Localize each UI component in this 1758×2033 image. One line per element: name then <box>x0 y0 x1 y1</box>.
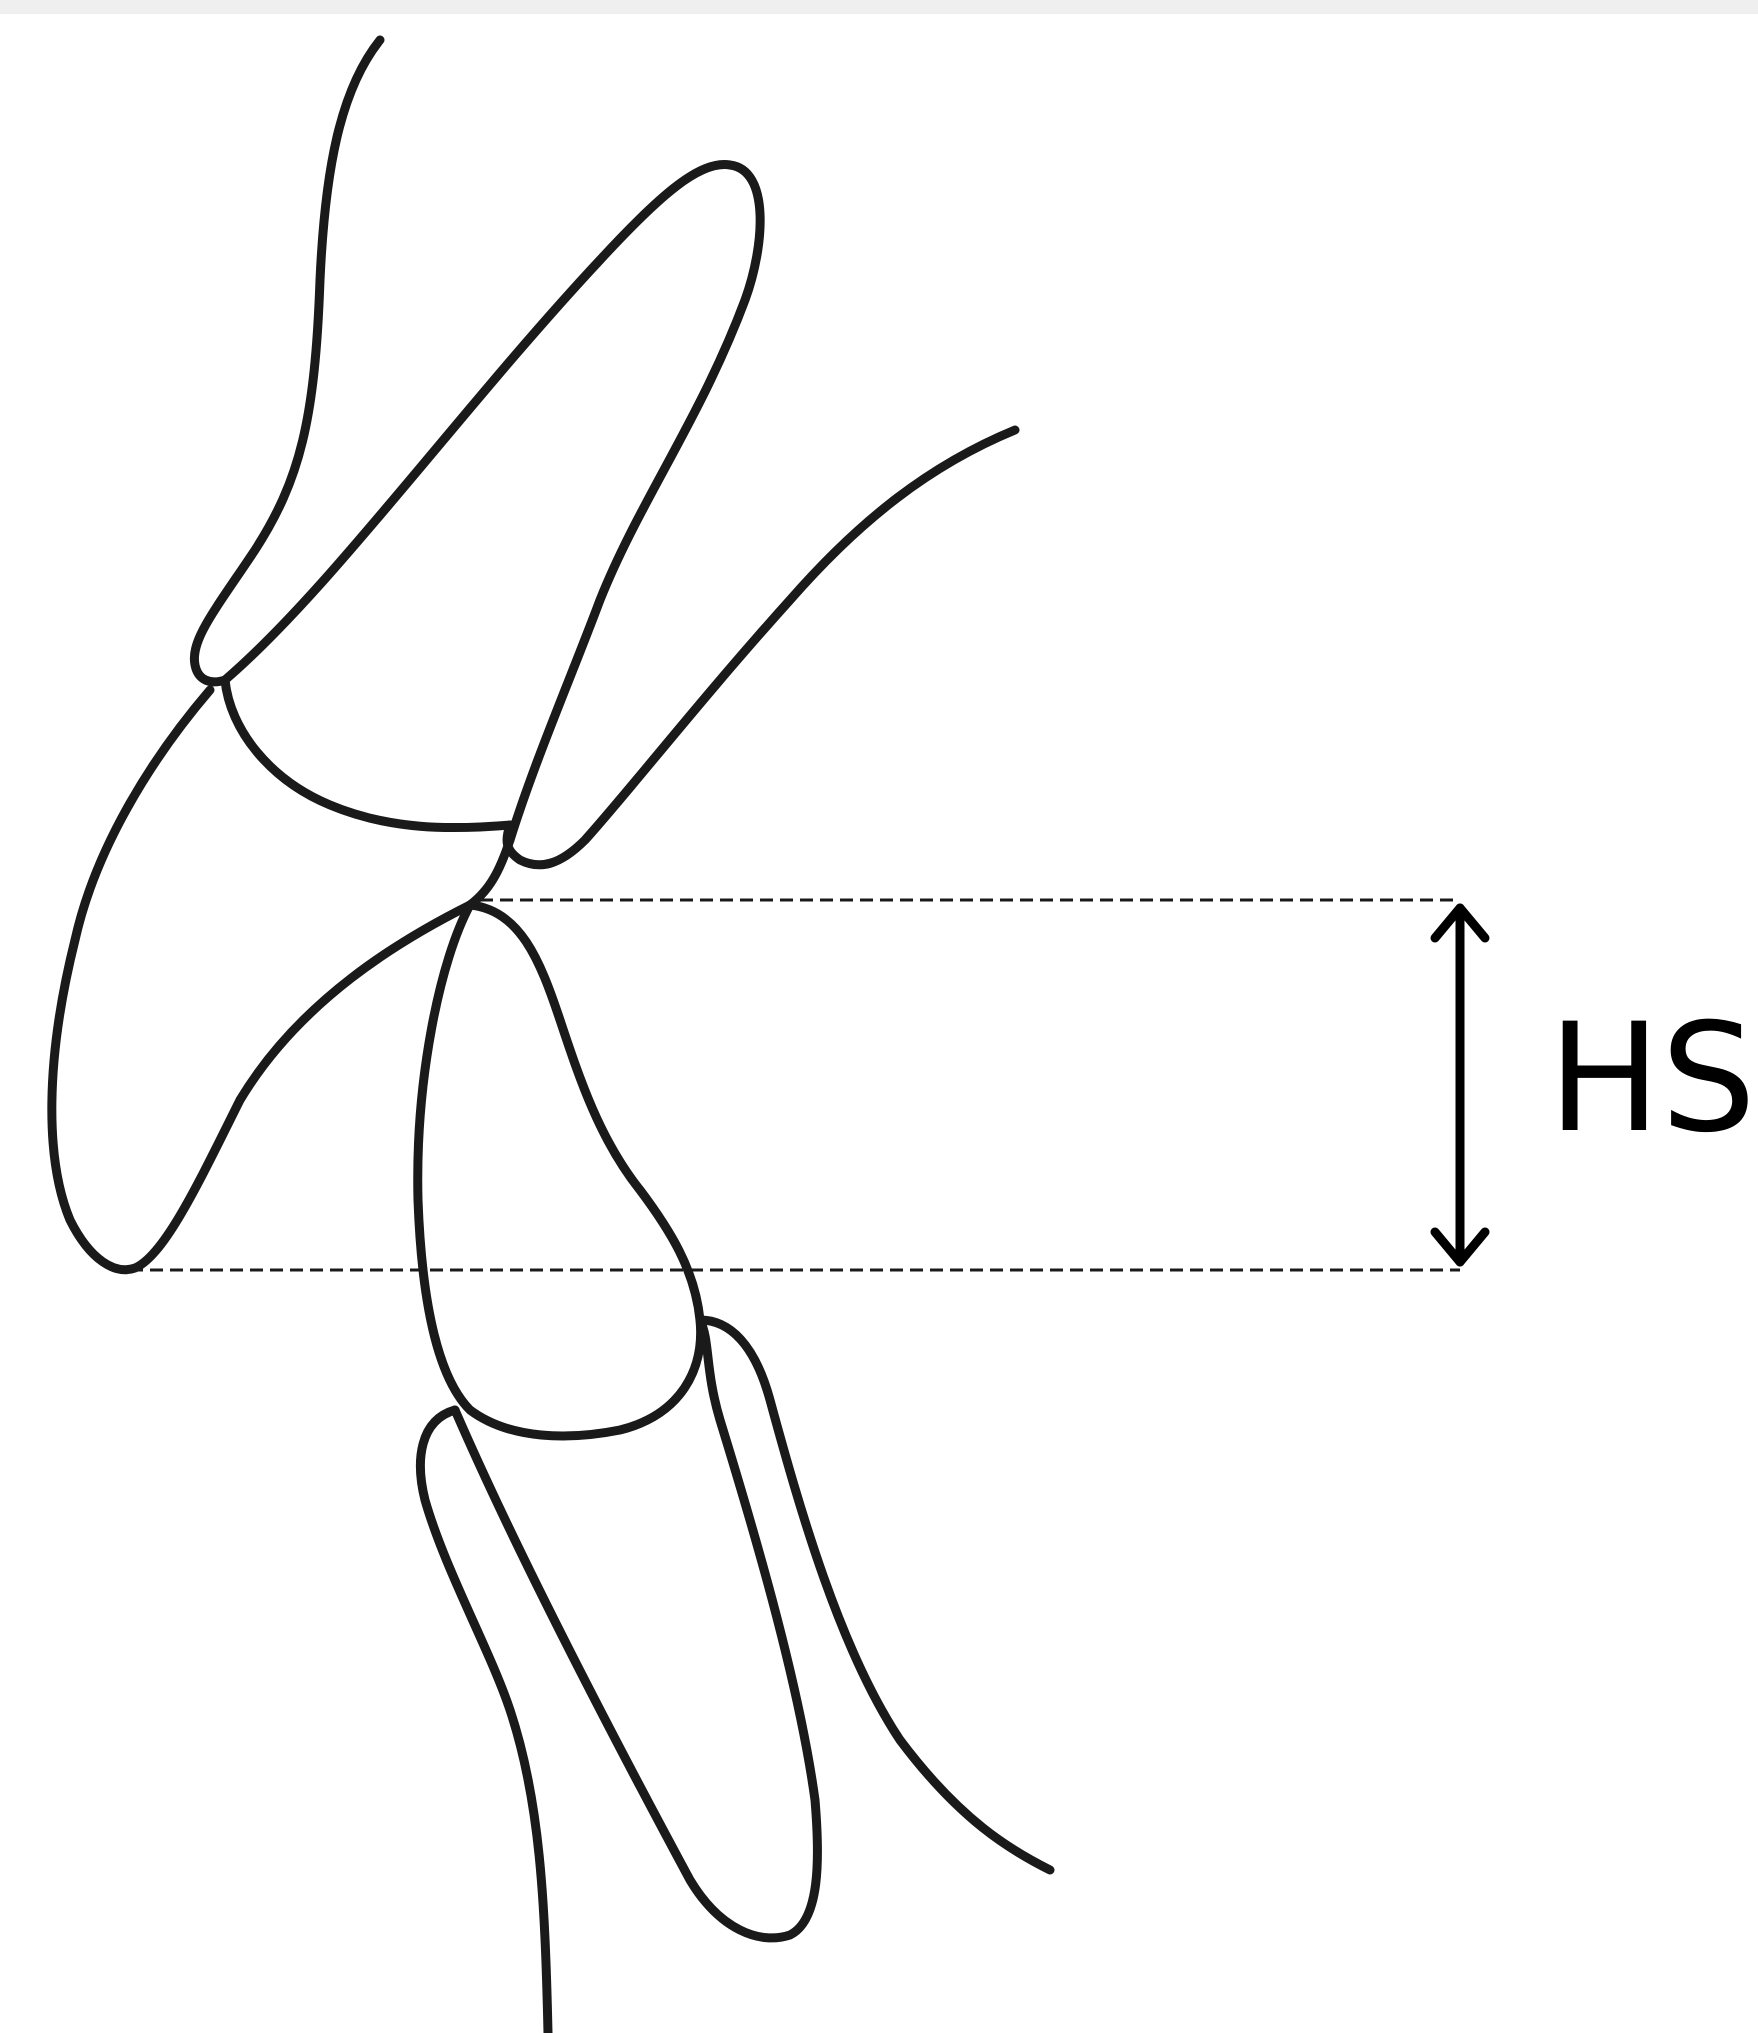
acromion-outline <box>225 165 760 840</box>
measurement-label: HS <box>1548 992 1756 1166</box>
clavicle-outline <box>194 40 380 682</box>
radius-outline <box>420 1410 548 2033</box>
ulna-outline <box>455 1320 817 1938</box>
measurement-arrow <box>1435 908 1485 1262</box>
joint-connector <box>470 840 510 905</box>
humerus-outline <box>418 905 701 1436</box>
humeral-head-rim <box>225 680 510 828</box>
scapula-lobe-outline <box>52 690 470 1270</box>
lateral-edge-outline <box>700 1320 1050 1870</box>
